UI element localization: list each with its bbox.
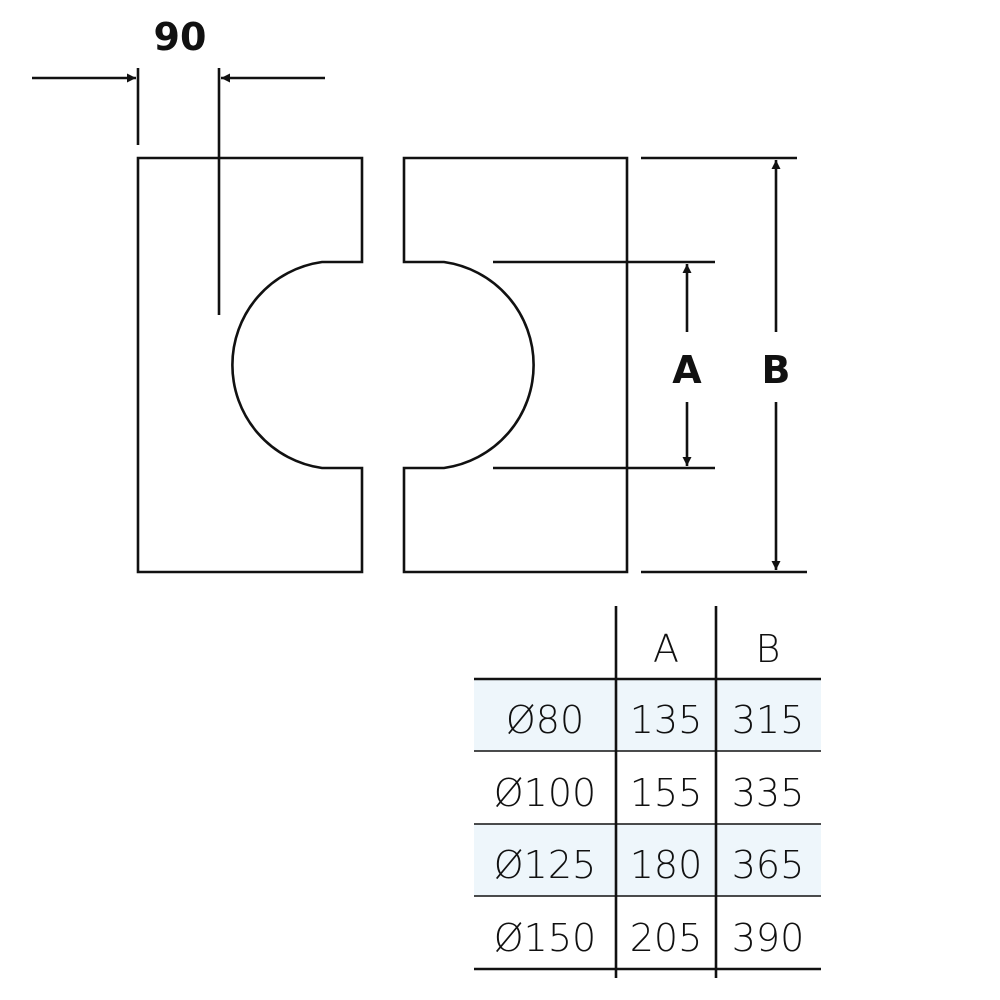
- table-header-b: B: [756, 627, 781, 671]
- table-cell-diameter: Ø150: [494, 916, 596, 960]
- dimension-b-label: B: [762, 348, 791, 392]
- table-cell-diameter: Ø80: [506, 698, 584, 742]
- table-header-a: A: [653, 627, 679, 671]
- table-cell-diameter: Ø100: [494, 771, 596, 815]
- dimension-a-label: A: [672, 348, 702, 392]
- dimension-table: A B Ø80 135 315 Ø100 155 335 Ø125 180 36…: [474, 606, 821, 978]
- table-row: Ø80 135 315: [506, 698, 804, 742]
- table-cell-diameter: Ø125: [494, 843, 596, 887]
- table-row: Ø100 155 335: [494, 771, 804, 815]
- table-cell-a: 135: [630, 698, 703, 742]
- table-row-band-1: [474, 679, 821, 751]
- table-cell-b: 390: [732, 916, 805, 960]
- table-cell-b: 315: [732, 698, 805, 742]
- right-half-outline: [402, 156, 629, 574]
- table-cell-b: 335: [732, 771, 805, 815]
- width-dimension: 90: [32, 15, 325, 315]
- table-row: Ø125 180 365: [494, 843, 804, 887]
- table-cell-a: 155: [630, 771, 703, 815]
- table-cell-b: 365: [732, 843, 805, 887]
- dimension-a: A: [493, 260, 715, 470]
- width-dimension-label: 90: [154, 15, 207, 59]
- table-cell-a: 180: [630, 843, 703, 887]
- dimension-b: B: [641, 156, 807, 574]
- table-row-band-3: [474, 824, 821, 896]
- table-cell-a: 205: [630, 916, 703, 960]
- table-row: Ø150 205 390: [494, 916, 804, 960]
- left-half-outline: [136, 156, 364, 574]
